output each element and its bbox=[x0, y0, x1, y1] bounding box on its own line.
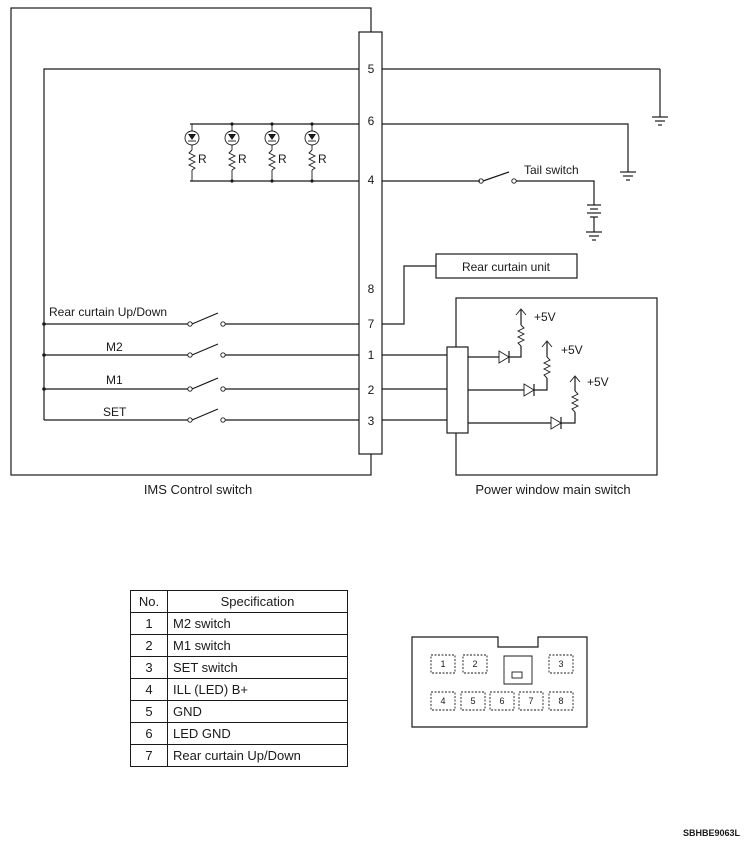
cell-no: 2 bbox=[130, 634, 168, 657]
connector-face: 1 2 3 4 5 6 7 8 bbox=[411, 636, 588, 728]
connector-face-pin-1: 1 bbox=[430, 654, 456, 674]
switch-rear-curtain: Rear curtain Up/Down bbox=[42, 305, 359, 327]
table-row: 3 SET switch bbox=[130, 656, 348, 679]
table-row: 6 LED GND bbox=[130, 722, 348, 745]
rear-curtain-unit-label: Rear curtain unit bbox=[462, 260, 551, 274]
tail-switch-circuit: Tail switch bbox=[382, 163, 602, 241]
pin-label-2: 2 bbox=[368, 383, 375, 397]
ims-connector-strip bbox=[358, 31, 383, 455]
pin-label-7: 7 bbox=[368, 317, 375, 331]
reference-code: SBHBE9063L bbox=[683, 828, 741, 838]
connector-face-pin-4: 4 bbox=[430, 691, 456, 711]
cell-no: 4 bbox=[130, 678, 168, 701]
switch-set: SET bbox=[44, 405, 359, 423]
cell-spec: M2 switch bbox=[167, 612, 348, 635]
svg-text:R: R bbox=[278, 152, 287, 166]
ground-symbol-icon bbox=[652, 116, 668, 126]
power-window-main-switch: Power window main switch +5V +5V bbox=[382, 297, 658, 497]
svg-text:3: 3 bbox=[558, 659, 563, 669]
spec-table-header: No. Specification bbox=[130, 590, 348, 613]
tail-switch-label: Tail switch bbox=[524, 163, 579, 177]
led-1: R bbox=[184, 124, 207, 181]
switch-label-m1: M1 bbox=[106, 373, 123, 387]
tail-switch-contact bbox=[482, 171, 510, 182]
supply-label-1: +5V bbox=[534, 310, 556, 324]
svg-text:4: 4 bbox=[440, 696, 445, 706]
pull-up-1: +5V bbox=[468, 308, 556, 364]
table-row: 5 GND bbox=[130, 700, 348, 723]
svg-text:2: 2 bbox=[472, 659, 477, 669]
pin-label-3: 3 bbox=[368, 414, 375, 428]
rear-curtain-unit: Rear curtain unit bbox=[382, 253, 578, 325]
supply-label-3: +5V bbox=[587, 375, 609, 389]
cell-no: 5 bbox=[130, 700, 168, 723]
cell-no: 7 bbox=[130, 744, 168, 767]
cell-no: 6 bbox=[130, 722, 168, 745]
ground-symbol-icon bbox=[586, 231, 602, 241]
led-gnd-wire bbox=[382, 123, 636, 181]
connector-face-pin-7: 7 bbox=[518, 691, 544, 711]
ims-caption: IMS Control switch bbox=[144, 482, 252, 497]
svg-text:5: 5 bbox=[470, 696, 475, 706]
svg-text:R: R bbox=[318, 152, 327, 166]
table-row: 1 M2 switch bbox=[130, 612, 348, 635]
table-row: 2 M1 switch bbox=[130, 634, 348, 657]
switch-label-set: SET bbox=[103, 405, 127, 419]
cell-spec: SET switch bbox=[167, 656, 348, 679]
table-row: 7 Rear curtain Up/Down bbox=[130, 744, 348, 767]
pin-label-1: 1 bbox=[368, 348, 375, 362]
connector-face-pin-6: 6 bbox=[489, 691, 515, 711]
cell-spec: ILL (LED) B+ bbox=[167, 678, 348, 701]
ground-symbol-icon bbox=[620, 171, 636, 181]
connector-pin-labels: 5 6 4 8 7 1 2 3 bbox=[368, 62, 375, 428]
cell-spec: GND bbox=[167, 700, 348, 723]
header-specification: Specification bbox=[167, 590, 348, 613]
pin-label-5: 5 bbox=[368, 62, 375, 76]
connector-face-pin-3: 3 bbox=[548, 654, 574, 674]
battery-icon bbox=[587, 204, 601, 232]
cell-no: 1 bbox=[130, 612, 168, 635]
cell-spec: Rear curtain Up/Down bbox=[167, 744, 348, 767]
led-3: R bbox=[264, 124, 287, 181]
led-array: R R R bbox=[184, 122, 359, 183]
ims-control-switch: IMS Control switch bbox=[10, 7, 383, 497]
power-window-caption: Power window main switch bbox=[475, 482, 630, 497]
connector-face-pin-8: 8 bbox=[548, 691, 574, 711]
cell-spec: M1 switch bbox=[167, 634, 348, 657]
switch-label-m2: M2 bbox=[106, 340, 123, 354]
svg-text:8: 8 bbox=[558, 696, 563, 706]
svg-text:7: 7 bbox=[528, 696, 533, 706]
connector-face-pin-2: 2 bbox=[462, 654, 488, 674]
supply-label-2: +5V bbox=[561, 343, 583, 357]
pin-label-6: 6 bbox=[368, 114, 375, 128]
cell-spec: LED GND bbox=[167, 722, 348, 745]
svg-text:6: 6 bbox=[499, 696, 504, 706]
header-no: No. bbox=[130, 590, 168, 613]
svg-text:1: 1 bbox=[440, 659, 445, 669]
pull-up-2: +5V bbox=[468, 340, 583, 397]
svg-text:R: R bbox=[238, 152, 247, 166]
cell-no: 3 bbox=[130, 656, 168, 679]
gnd-wire bbox=[43, 68, 668, 420]
pin-label-4: 4 bbox=[368, 173, 375, 187]
pin-label-8: 8 bbox=[368, 282, 375, 296]
led-4: R bbox=[304, 124, 327, 181]
switch-label-rear-curtain: Rear curtain Up/Down bbox=[49, 305, 167, 319]
connector-face-pin-5: 5 bbox=[460, 691, 486, 711]
pin-spec-table: No. Specification 1 M2 switch 2 M1 switc… bbox=[130, 590, 348, 767]
power-window-connector bbox=[446, 346, 469, 434]
switch-m1: M1 bbox=[42, 373, 359, 392]
switch-m2: M2 bbox=[42, 340, 359, 358]
table-row: 4 ILL (LED) B+ bbox=[130, 678, 348, 701]
led-2: R bbox=[224, 124, 247, 181]
pull-up-3: +5V bbox=[468, 375, 609, 430]
svg-text:R: R bbox=[198, 152, 207, 166]
